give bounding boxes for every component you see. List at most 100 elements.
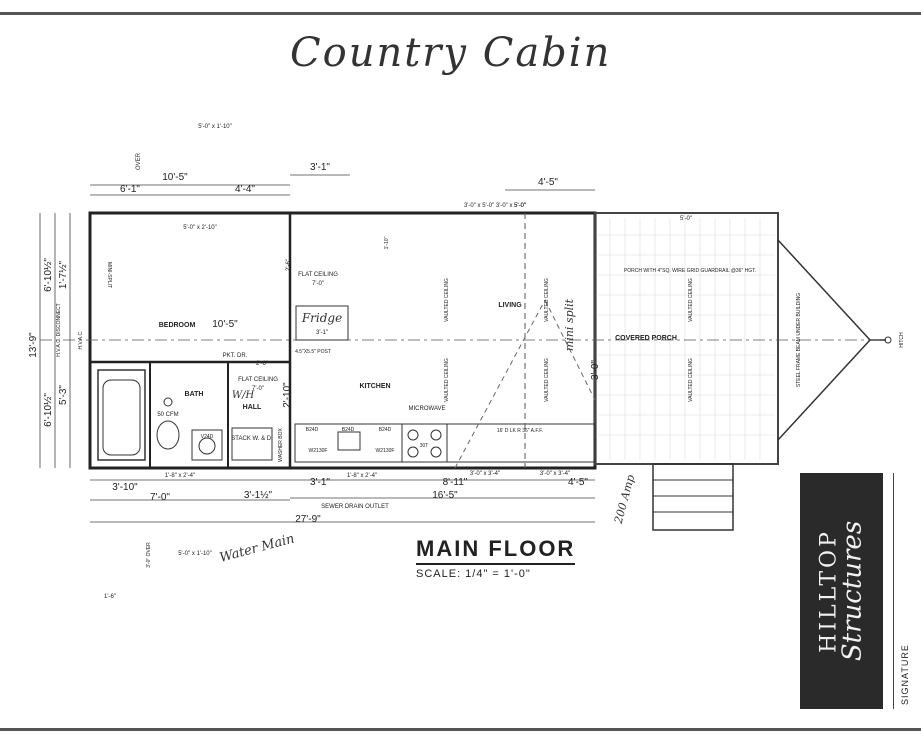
dim-top-windows: 3'-0" x 5'-0" 3'-0" x 5'-0" bbox=[464, 203, 526, 209]
handwritten-200-amp: 200 Amp bbox=[612, 473, 638, 526]
dim-top-4-5: 4'-5" bbox=[538, 177, 558, 188]
stack-washer-dryer-label: STACK W. & D. bbox=[231, 436, 273, 442]
dim-bottom-window: 5'-0" x 1'-10" bbox=[178, 551, 212, 557]
dim-3-0: 3'-0" bbox=[590, 360, 601, 380]
vaulted-ceiling-2: VAULTED CEILING bbox=[544, 278, 550, 322]
handwritten-title: Country Cabin bbox=[290, 30, 612, 76]
handwritten-water-heater: W/H bbox=[232, 390, 255, 401]
dim-bottom-3-1: 3'-1" bbox=[310, 477, 330, 488]
brand-script: Structures bbox=[837, 520, 867, 662]
hitch-label: HITCH bbox=[899, 332, 905, 348]
room-bedroom: BEDROOM bbox=[159, 322, 196, 329]
dim-over-label: OVER bbox=[136, 152, 142, 170]
handwritten-mini-split: mini split bbox=[563, 298, 576, 351]
porch-guardrail-note: PORCH WITH 4"SQ. WIRE GRID GUARDRAIL @36… bbox=[624, 268, 756, 274]
dim-bottom-7-0: 7'-0" bbox=[150, 492, 170, 503]
hvac-disconnect: H.V.A.C. DISCONNECT bbox=[56, 303, 62, 356]
cabinet-b24d-1: B24D bbox=[306, 427, 319, 433]
dim-bottom-win1: 1'-8" x 2'-4" bbox=[165, 473, 195, 479]
brand-logo: HILLTOP Structures bbox=[800, 473, 883, 709]
fridge bbox=[295, 305, 349, 341]
dim-bottom-4-5: 4'-5" bbox=[568, 477, 588, 488]
flat-ceiling-label: FLAT CEILING bbox=[298, 272, 338, 278]
cabinet-b24d-3: B24D bbox=[379, 427, 392, 433]
dim-bottom-3-1-half: 3'-1½" bbox=[244, 490, 273, 501]
signature-label: SIGNATURE bbox=[900, 644, 910, 705]
room-living: LIVING bbox=[498, 302, 522, 309]
signature-box[interactable]: SIGNATURE bbox=[893, 473, 914, 709]
dim-bottom-win4: 3'-0" x 3'-4" bbox=[540, 471, 570, 477]
drawing-scale: SCALE: 1/4" = 1'-0" bbox=[416, 568, 531, 580]
stack-washer-dryer bbox=[231, 427, 273, 461]
steel-frame-note: STEEL FRAME BEAM UNDER BUILDING bbox=[796, 293, 802, 387]
top-rule bbox=[0, 12, 921, 15]
toilet bbox=[156, 420, 180, 450]
dim-top-window-over: 5'-0" x 1'-10" bbox=[198, 124, 232, 130]
dim-bottom-8-11: 8'-11" bbox=[443, 477, 468, 488]
flat-ceiling2-label: FLAT CEILING bbox=[238, 377, 278, 383]
dim-top-left: 6'-1" bbox=[120, 184, 140, 195]
dim-left-lower: 6'-10½" bbox=[43, 393, 54, 427]
vanity bbox=[191, 429, 223, 461]
handwritten-ref-mark: 1'-10" bbox=[384, 236, 390, 249]
vaulted-ceiling-3: VAULTED CEILING bbox=[444, 358, 450, 402]
wall-cabinet-2: W2130F bbox=[376, 448, 395, 454]
dim-2-10: 2'-10" bbox=[282, 382, 293, 408]
dim-left-upper: 6'-10½" bbox=[43, 258, 54, 292]
dimension-lines bbox=[39, 174, 595, 523]
dim-bottom-over: 3'-0" OVER bbox=[146, 542, 152, 568]
flat-ceiling-height: 7'-0" bbox=[312, 281, 324, 287]
range-label: 30T bbox=[420, 443, 429, 449]
washer-box-label: WASHER BOX bbox=[278, 427, 284, 461]
kitchen-sink bbox=[337, 431, 361, 451]
flat-ceiling2-height: 7'-0" bbox=[252, 386, 264, 392]
bathtub-basin bbox=[102, 379, 141, 456]
dim-bottom-total: 27'-9" bbox=[295, 514, 321, 525]
bathtub bbox=[97, 369, 146, 461]
handwritten-fridge-dim: 3'-1" bbox=[316, 330, 328, 336]
bedroom-window: 5'-0" x 2'-10" bbox=[183, 225, 217, 231]
dim-left-upper-b: 1'-7½" bbox=[58, 260, 69, 289]
dim-top-total: 10'-5" bbox=[162, 172, 188, 183]
dim-bottom-win2: 1'-8" x 2'-4" bbox=[347, 473, 377, 479]
vanity-sink bbox=[198, 437, 216, 455]
dim-top-3-1: 3'-1" bbox=[310, 162, 330, 173]
mini-split-label: MINI-SPLIT bbox=[106, 262, 112, 288]
wall-cabinet-1: W2130F bbox=[309, 448, 328, 454]
room-bath: BATH bbox=[185, 391, 204, 398]
hvac-unit: H.V.A.C. bbox=[78, 331, 84, 350]
handwritten-fridge: Fridge bbox=[301, 311, 342, 325]
dim-porch-window: 5'-0" bbox=[680, 216, 692, 222]
vaulted-ceiling-5: VAULTED CEILING bbox=[688, 278, 694, 322]
porch-stairs bbox=[652, 463, 734, 531]
counter-note: 16' D LK R 36" A.F.F. bbox=[497, 428, 543, 434]
sewer-outlet: SEWER DRAIN OUTLET bbox=[321, 504, 389, 510]
handwritten-water-main: Water Main bbox=[218, 531, 296, 565]
microwave-label: MICROWAVE bbox=[409, 406, 446, 412]
dim-bottom-1-6: 1'-6" bbox=[104, 594, 116, 600]
dim-bottom-win3: 3'-0" x 3'-4" bbox=[470, 471, 500, 477]
drawing-title: MAIN FLOOR bbox=[416, 536, 576, 565]
dim-2-6: 2'-6" bbox=[286, 259, 292, 271]
dim-left-lower-b: 5'-3" bbox=[58, 385, 69, 405]
bedroom-dim: 10'-5" bbox=[212, 319, 238, 330]
cabinet-b24d-2: B24D bbox=[342, 427, 355, 433]
pocket-door-width: 2'-6" bbox=[256, 361, 268, 367]
kitchen-counter bbox=[294, 423, 596, 463]
pocket-door-label: PKT. DR. bbox=[223, 353, 248, 359]
dim-bottom-3-10: 3'-10" bbox=[112, 482, 138, 493]
fan-cfm: 50 CFM bbox=[157, 412, 178, 418]
room-kitchen: KITCHEN bbox=[359, 383, 390, 390]
room-hall: HALL bbox=[243, 404, 262, 411]
range bbox=[401, 423, 448, 463]
hitch-ball bbox=[884, 336, 892, 344]
exhaust-fan-icon bbox=[163, 397, 173, 407]
dim-bottom-16-5: 16'-5" bbox=[432, 490, 458, 501]
dim-top-mid: 4'-4" bbox=[235, 184, 255, 195]
dim-left-total: 13'-9" bbox=[28, 332, 39, 358]
post-label: 4.5"X5.5" POST bbox=[295, 349, 331, 355]
vanity-label: V24D bbox=[201, 434, 214, 440]
covered-porch-label: COVERED PORCH bbox=[615, 335, 677, 342]
porch-grid bbox=[598, 218, 775, 460]
